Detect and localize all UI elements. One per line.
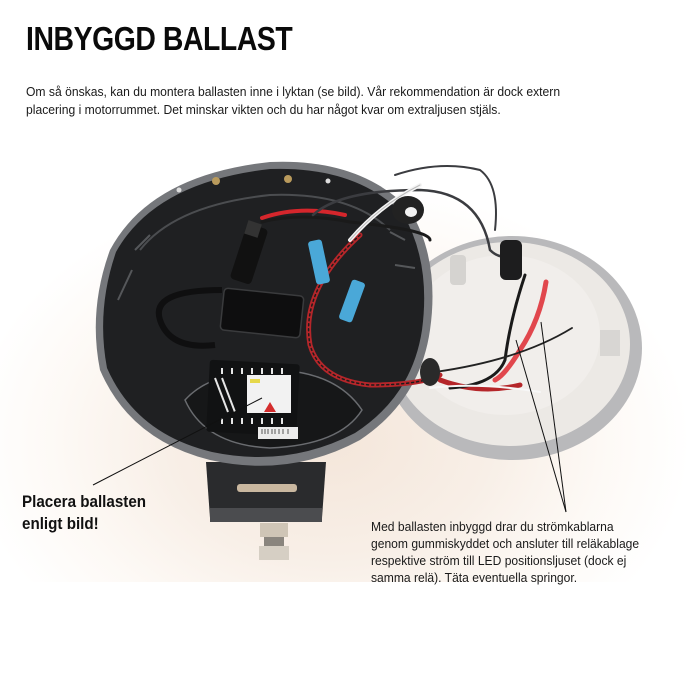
callout-wiring: Med ballasten inbyggd drar du strömkabla… (371, 518, 678, 586)
callout-wiring-line-1: Med ballasten inbyggd drar du strömkabla… (371, 519, 614, 534)
igniter-module (155, 287, 305, 349)
page-title: INBYGGD BALLAST (26, 20, 293, 57)
intro-paragraph: Om så önskas, kan du montera ballasten i… (26, 83, 615, 119)
wiring (260, 165, 573, 393)
callout-placement-line-2: enligt bild! (22, 515, 99, 533)
mount-bracket (206, 462, 326, 560)
intro-line-2: placering i motorrummet. Det minskar vik… (26, 102, 501, 117)
product-photo (92, 161, 642, 560)
intro-line-1: Om så önskas, kan du montera ballasten i… (26, 84, 561, 99)
callout-wiring-line-4: samma relä). Täta eventuella springor. (371, 570, 578, 585)
callout-wiring-line-2: genom gummiskyddet och ansluter till rel… (371, 536, 640, 551)
back-cover (382, 236, 642, 460)
pointer-lines (92, 321, 567, 513)
rubber-grommets (392, 196, 522, 386)
plug-connector (230, 220, 268, 284)
callout-placement: Placera ballasten enligt bild! (22, 491, 146, 535)
callout-wiring-line-3: respektive ström till LED positionsljuse… (371, 553, 627, 568)
callout-placement-line-1: Placera ballasten (22, 493, 147, 511)
ballast-unit (206, 359, 300, 439)
blue-connectors (308, 239, 365, 323)
